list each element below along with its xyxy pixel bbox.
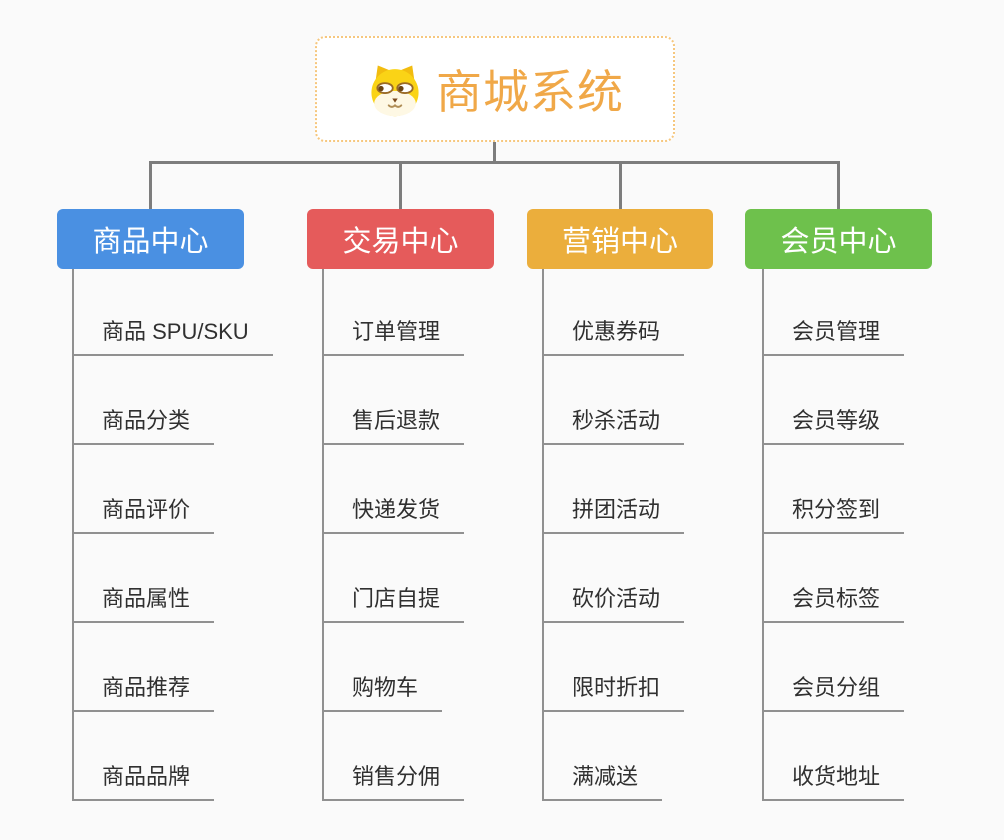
topic-item[interactable]: 快递发货 <box>322 497 465 534</box>
topic-item[interactable]: 秒杀活动 <box>542 408 685 445</box>
topic-item[interactable]: 拼团活动 <box>542 497 685 534</box>
topic-item[interactable]: 商品推荐 <box>72 675 215 712</box>
topic-item[interactable]: 商品分类 <box>72 408 215 445</box>
connector-bus <box>149 161 839 164</box>
topic-item[interactable]: 商品品牌 <box>72 764 215 801</box>
connector-branch-drop <box>837 161 840 209</box>
connector-column-line <box>322 269 324 801</box>
topic-item[interactable]: 会员管理 <box>762 319 905 356</box>
topic-item[interactable]: 会员等级 <box>762 408 905 445</box>
topic-item[interactable]: 会员标签 <box>762 586 905 623</box>
topic-item[interactable]: 收货地址 <box>762 764 905 801</box>
connector-root-stem <box>493 138 496 164</box>
topic-item[interactable]: 销售分佣 <box>322 764 465 801</box>
topic-item[interactable]: 会员分组 <box>762 675 905 712</box>
topic-item[interactable]: 商品评价 <box>72 497 215 534</box>
connector-branch-drop <box>619 161 622 209</box>
topic-item[interactable]: 订单管理 <box>322 319 465 356</box>
topic-item[interactable]: 砍价活动 <box>542 586 685 623</box>
branch-node[interactable]: 商品中心 <box>57 209 244 269</box>
branch-node[interactable]: 营销中心 <box>527 209 713 269</box>
connector-branch-drop <box>149 161 152 209</box>
topic-item[interactable]: 满减送 <box>542 764 663 801</box>
root-node[interactable]: 商城系统 <box>315 36 675 142</box>
topic-item[interactable]: 购物车 <box>322 675 443 712</box>
topic-item[interactable]: 优惠券码 <box>542 319 685 356</box>
connector-column-line <box>762 269 764 801</box>
dog-icon <box>366 60 424 118</box>
topic-item[interactable]: 积分签到 <box>762 497 905 534</box>
connector-column-line <box>72 269 74 801</box>
topic-item[interactable]: 限时折扣 <box>542 675 685 712</box>
topic-item[interactable]: 门店自提 <box>322 586 465 623</box>
branch-node[interactable]: 交易中心 <box>307 209 494 269</box>
topic-item[interactable]: 商品 SPU/SKU <box>72 319 273 356</box>
topic-item[interactable]: 售后退款 <box>322 408 465 445</box>
root-title: 商城系统 <box>436 66 624 118</box>
topic-item[interactable]: 商品属性 <box>72 586 215 623</box>
branch-node[interactable]: 会员中心 <box>745 209 932 269</box>
connector-branch-drop <box>399 161 402 209</box>
connector-column-line <box>542 269 544 801</box>
